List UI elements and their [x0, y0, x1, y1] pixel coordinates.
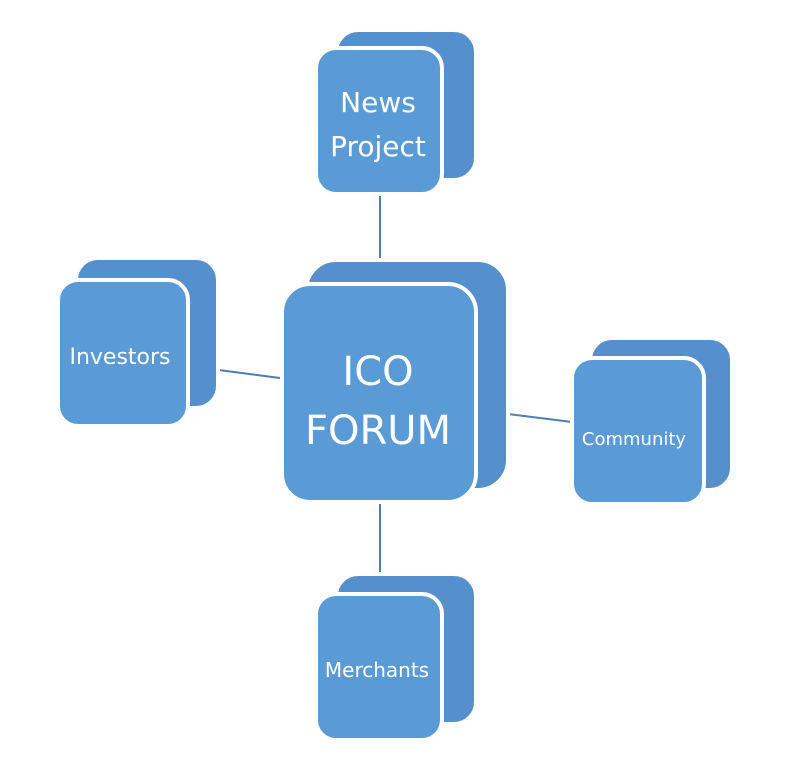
node-ico-forum-face	[280, 282, 478, 504]
node-news-project: News Project	[314, 28, 478, 196]
node-community: Community	[570, 336, 734, 506]
node-community-label: Community	[582, 429, 687, 450]
node-community-face	[570, 356, 706, 506]
node-ico-forum-label-line2: FORUM	[305, 408, 451, 454]
node-investors: Investors	[56, 256, 220, 428]
node-news-project-label-line1: News	[340, 86, 416, 119]
node-merchants-face	[314, 592, 444, 742]
node-investors-label: Investors	[69, 345, 170, 370]
node-ico-forum: ICO FORUM	[280, 258, 510, 504]
node-merchants-label: Merchants	[325, 658, 429, 682]
node-merchants: Merchants	[314, 572, 478, 742]
node-news-project-label-line2: Project	[330, 130, 426, 163]
node-ico-forum-label-line1: ICO	[342, 349, 413, 395]
node-news-project-face	[314, 46, 444, 196]
node-investors-face	[56, 278, 190, 428]
